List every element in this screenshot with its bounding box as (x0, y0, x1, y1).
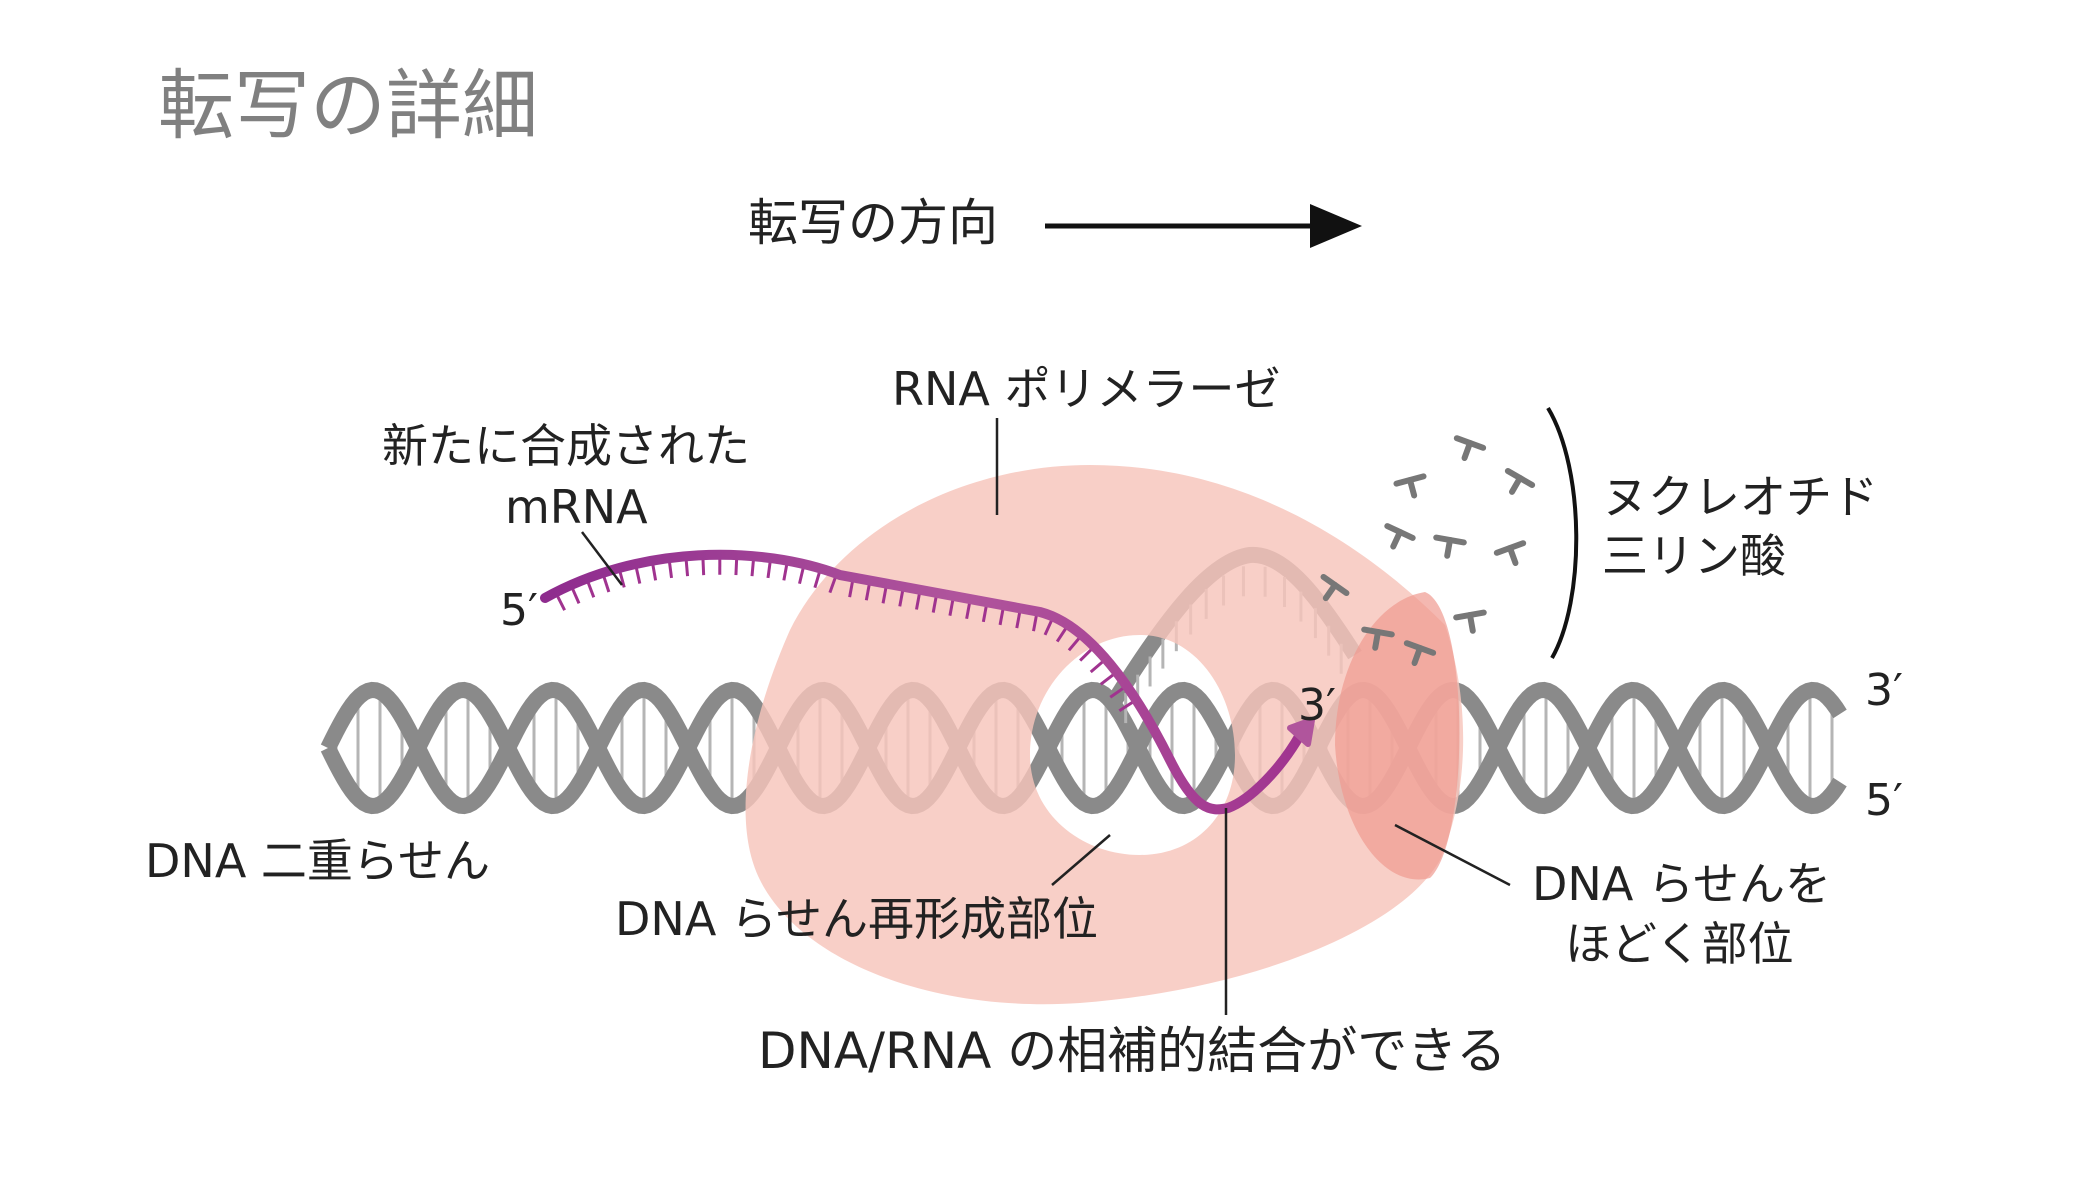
nucleotide-icon (1320, 573, 1350, 602)
nucleotide-icon (1393, 473, 1427, 499)
nucleotide-label-line1: ヌクレオチド (1602, 470, 1878, 524)
nucleotide-label-line2: 三リン酸 (1602, 529, 1786, 583)
nucleotide-bracket (1546, 406, 1579, 659)
unwinding-site-label-line2: ほどく部位 (1565, 917, 1794, 971)
page-title: 転写の詳細 (158, 61, 538, 150)
new-mrna-label-line1: 新たに合成された (382, 419, 750, 473)
nucleotide-icon (1493, 540, 1527, 567)
mrna-growth-arrow (1287, 717, 1315, 747)
direction-label: 転写の方向 (748, 194, 998, 252)
dna-3prime-label: 3′ (1865, 665, 1903, 716)
nucleotide-icon (1453, 435, 1487, 462)
dna-double-helix-label: DNA 二重らせん (145, 834, 490, 888)
nucleotide-icon (1433, 534, 1467, 559)
mrna (540, 549, 1315, 815)
dna-strand-coding (320, 681, 1847, 815)
new-mrna-label-line2: mRNA (505, 480, 648, 534)
mrna-5prime-label: 5′ (500, 585, 538, 636)
nucleotide-triphosphates (1320, 435, 1536, 667)
dna-5prime-label: 5′ (1865, 775, 1903, 826)
unwinding-site-label-line1: DNA らせんを (1532, 857, 1831, 911)
nucleotide-icon (1361, 626, 1395, 651)
complementary-binding-label: DNA/RNA の相補的結合ができる (758, 1022, 1506, 1080)
unwinding-site (1335, 592, 1460, 880)
rewinding-site-label: DNA らせん再形成部位 (615, 892, 1098, 946)
nucleotide-icon (1453, 609, 1487, 634)
rna-polymerase (745, 465, 1464, 1005)
nucleotide-icon (1504, 468, 1536, 495)
mrna-3prime-label: 3′ (1298, 680, 1336, 731)
rna-polymerase-body (745, 465, 1464, 1005)
mrna-strand (540, 549, 1305, 815)
nucleotide-icon (1384, 523, 1416, 550)
leader-lines (581, 418, 1511, 1015)
nucleotide-icon (1403, 640, 1437, 667)
rna-polymerase-label: RNA ポリメラーゼ (892, 362, 1280, 416)
direction-arrow (1045, 204, 1362, 248)
